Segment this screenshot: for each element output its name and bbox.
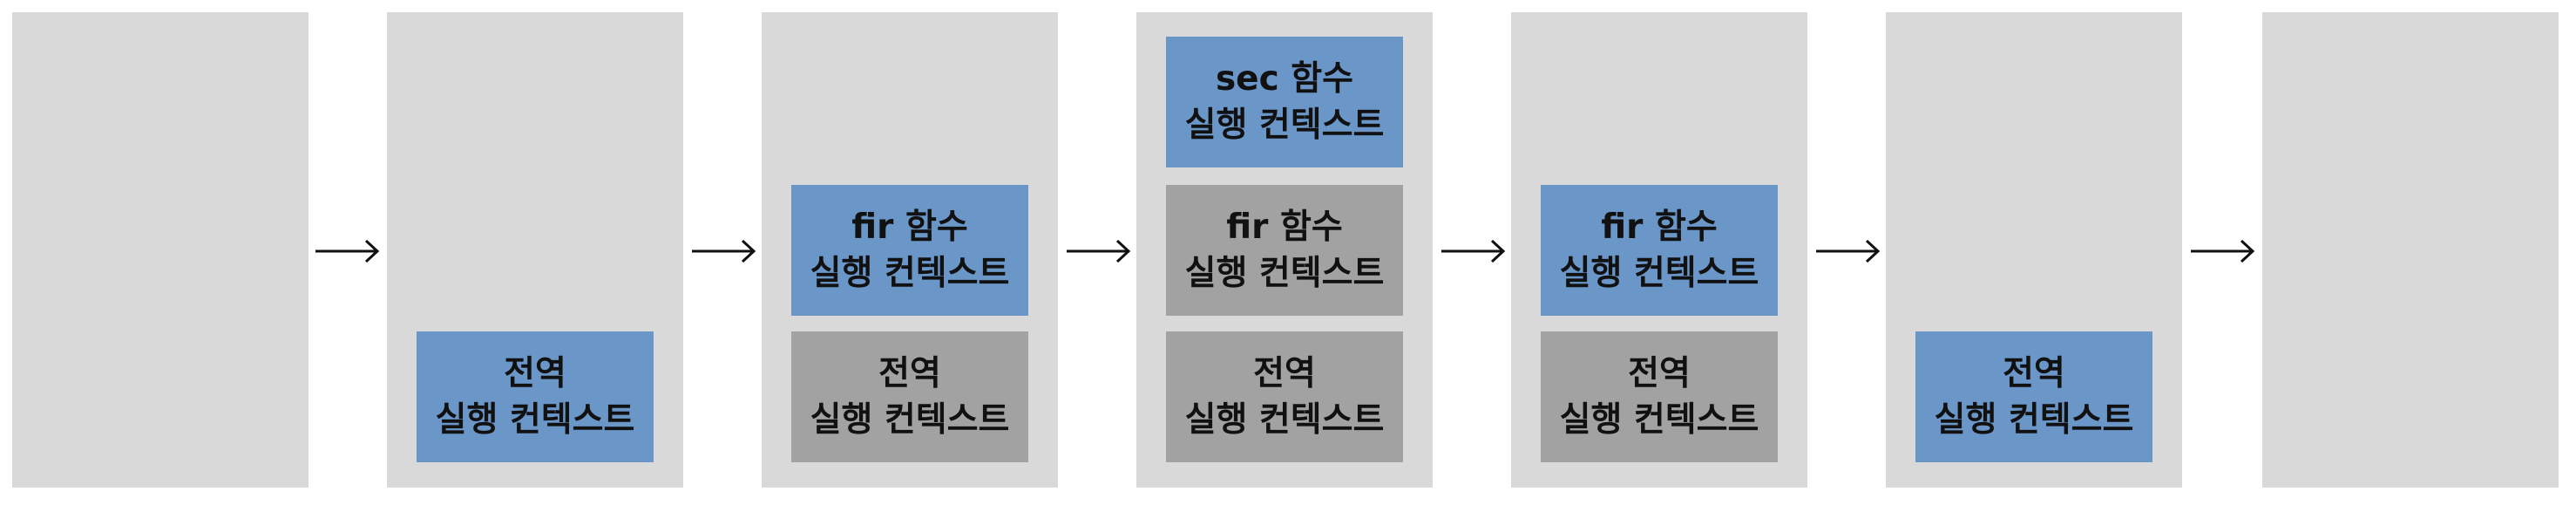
- arrow-right-icon: [314, 234, 382, 269]
- call-stack-sec-called: sec 함수 실행 컨텍스트 fir 함수 실행 컨텍스트 전역 실행 컨텍스트: [1136, 12, 1433, 488]
- call-stack-empty: [12, 12, 308, 488]
- global-execution-context: 전역 실행 컨텍스트: [1541, 331, 1778, 462]
- call-stack-program-ended: [2262, 12, 2559, 488]
- arrow-right-icon: [1440, 234, 1508, 269]
- context-subtitle: 실행 컨텍스트: [1934, 400, 2134, 440]
- context-title: 전역: [504, 354, 566, 393]
- context-subtitle: 실행 컨텍스트: [1184, 400, 1385, 440]
- global-execution-context: 전역 실행 컨텍스트: [791, 331, 1028, 462]
- fir-execution-context: fir 함수 실행 컨텍스트: [1541, 185, 1778, 316]
- context-title: sec 함수: [1215, 59, 1354, 99]
- call-stack-fir-called: fir 함수 실행 컨텍스트 전역 실행 컨텍스트: [762, 12, 1058, 488]
- global-execution-context: 전역 실행 컨텍스트: [417, 331, 654, 462]
- context-subtitle: 실행 컨텍스트: [810, 254, 1010, 293]
- call-stack-fir-returned: 전역 실행 컨텍스트: [1886, 12, 2182, 488]
- context-subtitle: 실행 컨텍스트: [1184, 106, 1385, 145]
- sec-execution-context: sec 함수 실행 컨텍스트: [1166, 37, 1403, 167]
- context-subtitle: 실행 컨텍스트: [435, 400, 635, 440]
- call-stack-global-only: 전역 실행 컨텍스트: [387, 12, 683, 488]
- arrow-right-icon: [1065, 234, 1133, 269]
- global-execution-context: 전역 실행 컨텍스트: [1915, 331, 2152, 462]
- global-execution-context: 전역 실행 컨텍스트: [1166, 331, 1403, 462]
- arrow-right-icon: [1814, 234, 1882, 269]
- context-subtitle: 실행 컨텍스트: [1184, 254, 1385, 293]
- fir-execution-context: fir 함수 실행 컨텍스트: [1166, 185, 1403, 316]
- call-stack-sec-returned: fir 함수 실행 컨텍스트 전역 실행 컨텍스트: [1511, 12, 1807, 488]
- context-subtitle: 실행 컨텍스트: [1559, 254, 1759, 293]
- fir-execution-context: fir 함수 실행 컨텍스트: [791, 185, 1028, 316]
- context-title: 전역: [1628, 354, 1691, 393]
- context-subtitle: 실행 컨텍스트: [1559, 400, 1759, 440]
- context-title: 전역: [878, 354, 941, 393]
- context-title: fir 함수: [1601, 208, 1718, 247]
- context-title: fir 함수: [1226, 208, 1343, 247]
- context-title: 전역: [1253, 354, 1316, 393]
- context-title: 전역: [2003, 354, 2065, 393]
- context-subtitle: 실행 컨텍스트: [810, 400, 1010, 440]
- arrow-right-icon: [690, 234, 758, 269]
- arrow-right-icon: [2189, 234, 2257, 269]
- context-title: fir 함수: [851, 208, 968, 247]
